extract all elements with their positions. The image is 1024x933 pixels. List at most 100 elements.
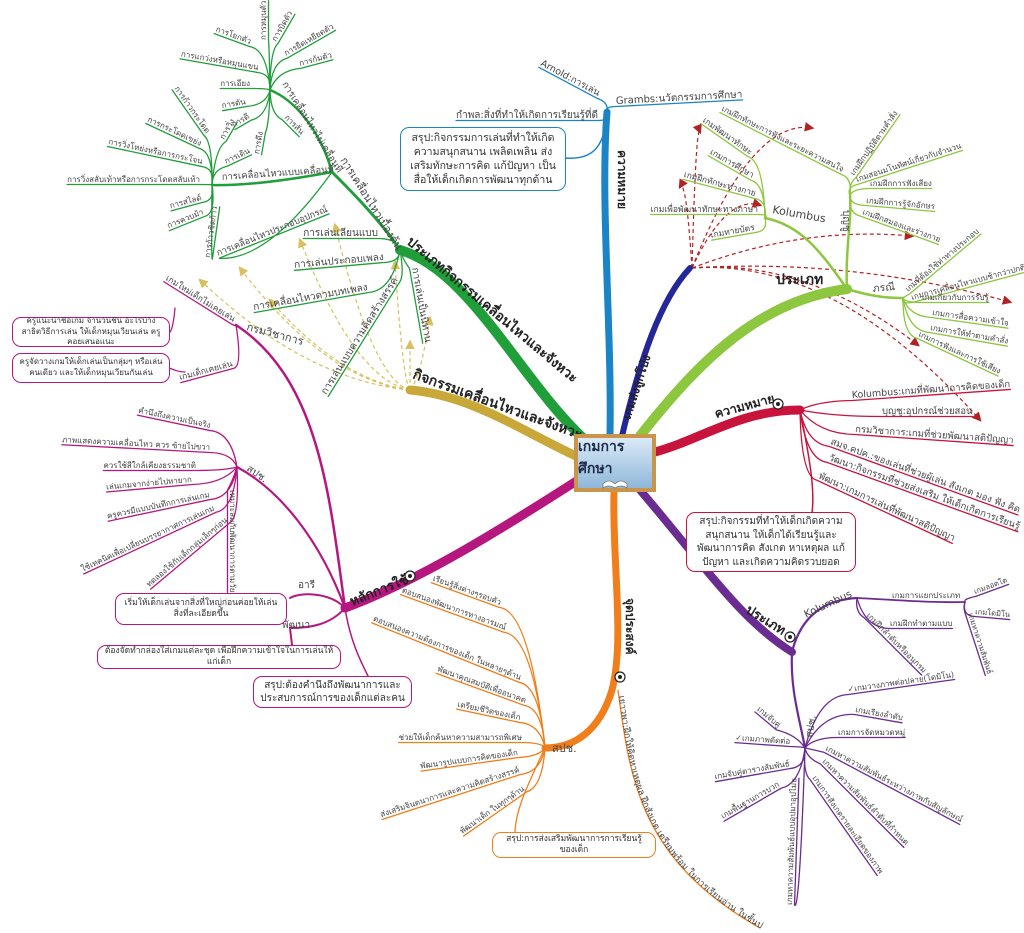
- branch-line: [845, 287, 905, 300]
- summary-box[interactable]: สรุป:กิจกรรมการเล่นที่ทำให้เกิดความสนุกส…: [400, 127, 566, 191]
- definition-item[interactable]: สมจ.คปค.:ของเล่นที่ช่วยผู้เล่น สังเกต มอ…: [829, 435, 1022, 516]
- topic-spc[interactable]: สปช.: [244, 463, 269, 485]
- game-type-item[interactable]: เกมฝึกการฟังเสียง: [870, 179, 932, 188]
- play-item[interactable]: การเล่นประกอบเพลง: [294, 252, 385, 271]
- game-type-item[interactable]: เกมโดมิโน: [975, 607, 1011, 619]
- game-type-item[interactable]: เกมเพื่อพัฒนาทักษะทางภาษา: [651, 203, 758, 215]
- relation-arrow: [238, 266, 411, 391]
- definition-item[interactable]: กรมวิชาการ:เกมที่ช่วยพัฒนาสติปัญญา: [855, 422, 1014, 446]
- topic-patana[interactable]: พัฒนา: [282, 620, 310, 631]
- leaf-line: [902, 297, 999, 377]
- topic-spc[interactable]: สปช.: [804, 715, 819, 739]
- definition-item[interactable]: Kolumbus:เกมที่พัฒนาการคิดของเด็ก: [851, 377, 1010, 401]
- note-text: สรุป:การส่งเสริมพัฒนาการการเรียนรู้ของเด…: [492, 832, 656, 858]
- leaf-line: [964, 583, 1010, 603]
- game-type-item[interactable]: เกมฝึกทำตามแบบ: [890, 619, 952, 628]
- leaf-line: [617, 689, 761, 929]
- leaf-line: [793, 747, 806, 906]
- leaf-line: [399, 249, 424, 344]
- leaf-line: [83, 466, 238, 575]
- branch-line: [856, 597, 966, 604]
- topic-kolumbus[interactable]: Kolumbus: [802, 588, 854, 621]
- topic-bunchu[interactable]: บุญชู: [840, 210, 851, 232]
- summary-box[interactable]: สรุป:การส่งเสริมพัฒนาการการเรียนรู้ของเด…: [492, 832, 656, 858]
- definition-item[interactable]: กำพล:สิ่งที่ทำให้เกิดการเรียนรู้ที่ดี: [456, 107, 598, 121]
- leaf-line: [849, 187, 933, 197]
- movement-item[interactable]: การวิ่งสลับเท้าหรือการกระโดดสลับเท้า: [67, 173, 200, 184]
- note-box[interactable]: ครูแนะนำชื่อเกม จำนวนชิ้น อะไรบ้าง สาธิต…: [12, 317, 170, 347]
- game-type-item[interactable]: เกมเกี่ยวกับการรับรู้: [922, 291, 990, 303]
- topic-spc[interactable]: สปช.: [552, 742, 577, 755]
- summary-box[interactable]: สรุป:ต้องคำนึงถึงพัฒนาการและประสบการณ์กา…: [253, 676, 412, 708]
- leaf-line: [799, 409, 953, 545]
- game-type-item[interactable]: เกมเรียงลำดับ: [855, 705, 904, 722]
- game-type-item[interactable]: เกมหาความสัมพันธ์แบบอุปมาอุปไมย: [784, 778, 798, 905]
- game-type-item[interactable]: เกมการแยกประเภท: [892, 591, 960, 600]
- game-type-item[interactable]: เกมลอตโต: [973, 575, 1009, 595]
- principle-item[interactable]: เหมาะสมกับพัฒนาการตามวัย: [228, 490, 237, 592]
- leaf-line: [719, 111, 852, 197]
- branch-line: [564, 111, 608, 159]
- branch-line: [344, 607, 369, 677]
- leaf-line: [902, 297, 1009, 347]
- principle-item[interactable]: ควรใช้สีใกล้เคียงธรรมชาติ: [103, 461, 196, 470]
- branch-line: [799, 409, 814, 514]
- book-icon: [602, 480, 628, 489]
- leaf-line: [61, 444, 238, 468]
- movement-item[interactable]: การก้มตัว: [298, 51, 333, 68]
- branch-meaning-blue: [601, 108, 614, 440]
- branch-meaning-red: [650, 405, 805, 457]
- topic-phorn[interactable]: ภรณี: [872, 280, 896, 295]
- leaf-line: [902, 297, 1009, 329]
- note-box[interactable]: ครูจัดวางเกมให้เด็กเล่นเป็นกลุ่มๆ หรือเล…: [12, 353, 170, 383]
- principle-item[interactable]: เกมเด็กเคยเล่น: [178, 357, 234, 383]
- game-type-item[interactable]: ✓เกมภาพตัดต่อ: [735, 733, 791, 746]
- topic-purpose[interactable]: จุดประสงค์: [622, 598, 637, 655]
- purpose-item[interactable]: พัฒนาคุณสมบัติเพื่ออนาคต: [436, 662, 528, 704]
- summary-box[interactable]: สรุป:กิจกรรมที่ทำให้เด็กเกิดความสนุกสนาน…: [686, 512, 856, 572]
- note-boxes: สรุป:กิจกรรมการเล่นที่ทำให้เกิดความสนุกส…: [12, 127, 856, 858]
- topic-aree[interactable]: อารี: [298, 579, 316, 591]
- branch-line: [790, 596, 859, 654]
- purpose-item[interactable]: ตอบสนองพัฒนาการทางอารมณ์: [401, 585, 509, 632]
- game-type-item[interactable]: เกมจับคู่: [755, 705, 783, 731]
- note-box[interactable]: เริ่มให้เด็กเล่นจากสิ่งที่ใหญ่ก่อนค่อยให…: [115, 593, 287, 625]
- note-text: สรุป:ต้องคำนึงถึงพัฒนาการและประสบการณ์กา…: [253, 676, 412, 708]
- movement-item[interactable]: การดัน: [221, 97, 247, 110]
- definition-item[interactable]: บุญชู:อุปกรณ์ช่วยสอน: [882, 405, 973, 417]
- relation-arrow: [678, 178, 693, 269]
- movement-item[interactable]: การเดิน: [223, 146, 252, 166]
- principle-item[interactable]: เล่นเกมจากง่ายไปหายาก: [106, 475, 193, 491]
- note-text: ครูจัดวางเกมให้เด็กเล่นเป็นกลุ่มๆ หรือเล…: [12, 353, 170, 383]
- play-item[interactable]: การเล่นเลียนแบบ: [303, 227, 378, 239]
- branch-principles: [340, 475, 583, 613]
- game-type-item[interactable]: เกมพื้นฐานการบวก: [718, 778, 781, 821]
- game-type-item[interactable]: เกมฝึกสมองและร่างกาย: [861, 207, 941, 244]
- branch-line: [514, 747, 546, 834]
- movement-item[interactable]: การบิดตัว: [270, 9, 295, 43]
- topic-activity-types[interactable]: ประเภทกิจกรรมเคลื่อนไหวและจังหวะ: [403, 232, 582, 387]
- leaf-line: [102, 466, 238, 472]
- leaf-line: [105, 466, 238, 493]
- central-topic[interactable]: เกมการศึกษา: [574, 434, 656, 492]
- game-type-item[interactable]: เกมการจัดหมวดหมู่: [838, 728, 905, 738]
- soccer-ball-icon: [404, 570, 416, 582]
- relation-arrow: [691, 198, 763, 269]
- topic-types-green[interactable]: ประเภท: [776, 272, 823, 288]
- topic-department[interactable]: กรมวิชาการ: [245, 320, 305, 348]
- play-item[interactable]: การเล่นเป็นนิทาน: [409, 266, 436, 343]
- game-type-item[interactable]: เกมหาความสัมพันธ์: [966, 612, 994, 675]
- definition-item[interactable]: Arnold:การเล่น: [539, 58, 603, 99]
- movement-item[interactable]: การดึง: [252, 131, 265, 155]
- topic-balloon[interactable]: เกมส่งลูกโป่ง: [619, 352, 655, 421]
- game-type-item[interactable]: เกมฝึกการรู้จักอักษร: [866, 196, 936, 212]
- purpose-item[interactable]: เตรียมชีวิตของเด็ก: [457, 699, 522, 722]
- note-box[interactable]: ต้องจัดทำกล่องใส่เกมแต่ละชุด เพื่อฝึกควา…: [97, 645, 341, 669]
- movement-item[interactable]: การหมุนตัว: [259, 1, 268, 40]
- relation-arrow: [198, 278, 411, 391]
- movement-item[interactable]: การโยกตัว: [214, 24, 252, 46]
- purpose-item[interactable]: ช่วยให้เด็กค้นหาความสามารถพิเศษ: [399, 732, 522, 742]
- movement-item[interactable]: การเอียง: [220, 79, 250, 88]
- topic-meaning-blue[interactable]: ความหมาย: [615, 150, 629, 209]
